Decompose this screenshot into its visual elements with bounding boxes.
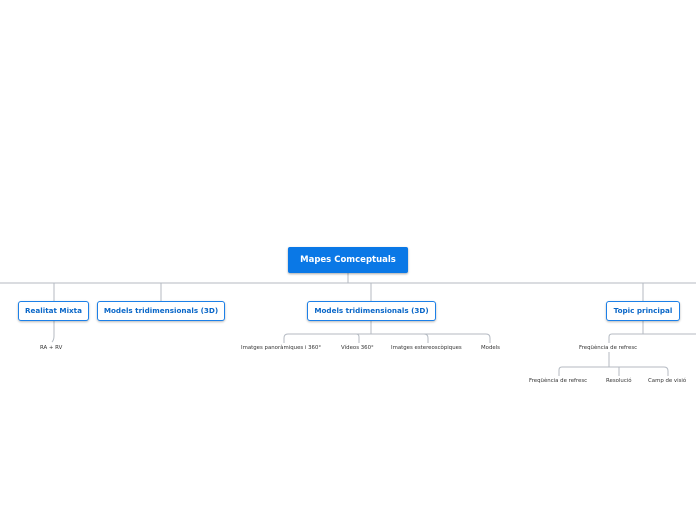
connector-topic-freq <box>608 333 613 343</box>
connector-3d-imatges <box>283 333 289 343</box>
subtopic-models[interactable]: Models <box>481 345 500 351</box>
topic-realitat-mixta[interactable]: Realitat Mixta <box>18 301 89 321</box>
subtopic-videos-360[interactable]: Vídeos 360° <box>341 345 374 351</box>
connector-3d-bus <box>288 333 491 343</box>
connector-3d-estereo <box>423 333 429 343</box>
topic-principal[interactable]: Topic principal <box>606 301 680 321</box>
connector-freq-refresc <box>558 366 563 376</box>
topic-models-3d-2[interactable]: Models tridimensionals (3D) <box>307 301 436 321</box>
connector-freq-bus <box>562 366 669 376</box>
subtopic-imatges-estereoscopiques[interactable]: Imatges estereoscòpiques <box>391 345 462 351</box>
subtopic-ra-rv[interactable]: RA + RV <box>40 345 63 351</box>
central-topic[interactable]: Mapes Comceptuals <box>288 247 408 273</box>
subtopic-camp-de-visio[interactable]: Camp de visió <box>648 378 687 384</box>
subtopic-resolucio[interactable]: Resolució <box>606 378 632 384</box>
subtopic-frequencia-refresc[interactable]: Freqüència de refresc <box>579 345 638 351</box>
connector-3d-videos <box>355 333 360 343</box>
connector-ra-rv <box>51 320 55 343</box>
subtopic-frequencia-refresc-detail[interactable]: Freqüència de refresc <box>529 378 588 384</box>
subtopic-imatges-panoramiques[interactable]: Imatges panoràmiques i 360° <box>241 345 322 351</box>
topic-models-3d-1[interactable]: Models tridimensionals (3D) <box>97 301 225 321</box>
